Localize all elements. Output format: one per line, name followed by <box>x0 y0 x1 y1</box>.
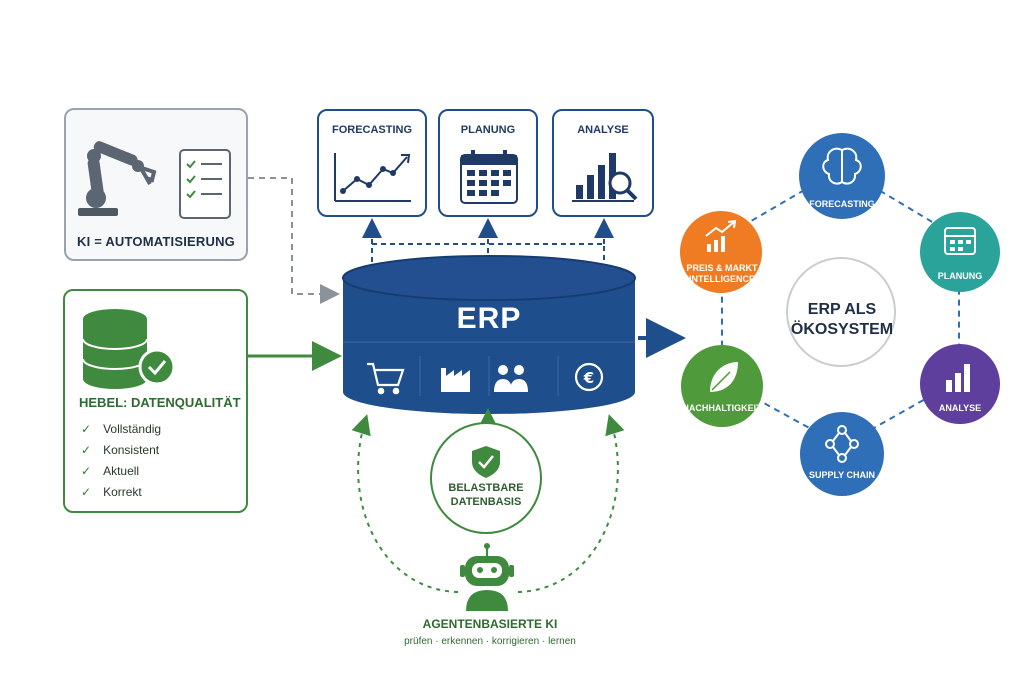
list-item: ✓Konsistent <box>81 443 160 457</box>
tool-label-analyse: ANALYSE <box>577 124 629 136</box>
automation-label: KI = AUTOMATISIERUNG <box>77 234 235 249</box>
robot-icon <box>460 543 514 611</box>
agent-loop-left <box>351 414 459 593</box>
tool-box-analyse: ANALYSE <box>552 109 654 217</box>
ecosystem-center-label: ERP ALS ÖKOSYSTEM <box>790 301 894 338</box>
tool-box-forecasting: FORECASTING <box>317 109 427 217</box>
eco-label-nachhaltigkeit: NACHHALTIGKEIT <box>682 403 762 413</box>
data-quality-title: HEBEL: DATENQUALITÄT <box>79 395 241 410</box>
factory-icon <box>441 368 470 392</box>
erp-cylinder <box>342 255 636 414</box>
checklist-icon <box>179 149 231 219</box>
eco-label-supplychain: SUPPLY CHAIN <box>808 470 876 480</box>
trend-up-icon <box>705 219 737 252</box>
shield-check-icon <box>472 446 500 478</box>
robot-arm-icon <box>78 141 157 216</box>
line-chart-icon <box>334 153 411 202</box>
eco-planung-circle <box>920 212 1000 292</box>
eco-label-preis: PREIS & MARKT INTELLIGENCE <box>686 263 758 284</box>
network-icon <box>825 425 859 463</box>
cart-icon <box>367 362 405 395</box>
check-icon: ✓ <box>81 443 92 457</box>
agent-title: AGENTENBASIERTE KI <box>422 617 558 631</box>
data-quality-list: ✓Vollständig ✓Konsistent ✓Aktuell ✓Korre… <box>81 419 161 503</box>
eco-label-analyse: ANALYSE <box>938 403 982 413</box>
agent-loop-right <box>517 414 625 593</box>
tool-box-planung: PLANUNG <box>438 109 538 217</box>
check-icon: ✓ <box>81 485 92 499</box>
svg-text:€: € <box>583 369 594 387</box>
tools-connector <box>371 243 605 262</box>
check-icon: ✓ <box>81 422 92 436</box>
analytics-magnifier-icon <box>572 153 638 202</box>
bar-chart-icon <box>946 364 970 392</box>
list-item: ✓Aktuell <box>81 464 140 478</box>
data-quality-box: HEBEL: DATENQUALITÄT ✓Vollständig ✓Konsi… <box>63 289 248 513</box>
tool-label-forecasting: FORECASTING <box>331 124 413 136</box>
list-item: ✓Korrekt <box>81 485 142 499</box>
databasis-label: BELASTBARE DATENBASIS <box>448 482 524 508</box>
agent-subtitle: prüfen · erkennen · korrigieren · lernen <box>404 636 576 647</box>
euro-icon: € <box>574 362 604 392</box>
eco-label-planung: PLANUNG <box>937 271 983 281</box>
calendar-icon <box>460 150 518 204</box>
erp-title: ERP <box>456 302 522 335</box>
tool-label-planung: PLANUNG <box>460 124 516 136</box>
ecosystem-center-circle <box>786 257 896 367</box>
leaf-icon <box>710 362 738 392</box>
automation-connector <box>248 177 340 304</box>
check-icon: ✓ <box>81 464 92 478</box>
eco-label-forecasting: FORECASTING <box>809 199 875 209</box>
list-item: ✓Vollständig <box>81 422 162 436</box>
users-icon <box>494 365 528 392</box>
automation-box: KI = AUTOMATISIERUNG <box>64 108 248 261</box>
calendar-icon <box>944 227 976 255</box>
brain-icon <box>822 147 862 185</box>
database-check-icon <box>82 309 176 389</box>
